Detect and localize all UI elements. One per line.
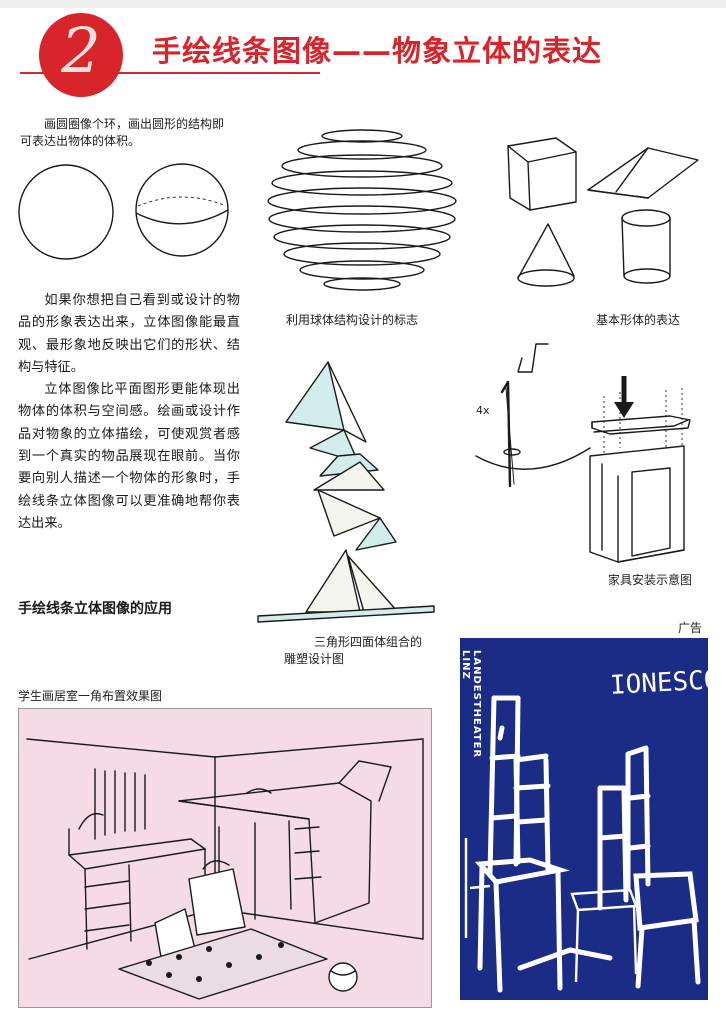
basic-forms-caption: 基本形体的表达 [596,313,681,327]
circle-sketches [18,163,229,260]
top-strip [0,0,726,8]
title-rule [20,72,320,74]
poster-vertical-text: LANDESTHEATER LINZ [460,650,482,759]
chapter-number: 2 [61,14,101,87]
chapter-title: 手绘线条图像——物象立体的表达 [152,34,603,68]
furniture-diagram: 4x [475,343,691,563]
room-drawing [18,708,432,1008]
section-heading: 手绘线条立体图像的应用 [18,601,172,617]
body-paragraph-2: 立体图像比平面图形更能体现出物体的体积与空间感。绘画或设计作品对物象的立体描绘，… [18,382,240,531]
poster-chairs [464,695,701,993]
sphere-logo [267,129,457,291]
basic-forms [507,137,699,287]
sculpture-caption-2: 雕塑设计图 [284,652,345,666]
sculpture-drawing [257,361,435,623]
screw-count-label: 4x [476,404,490,417]
chapter-badge [39,13,123,97]
circle-caption: 画圆圈像个环，画出圆形的结构即可表达出物体的体积。 [20,117,225,148]
room-caption: 学生画居室一角布置效果图 [18,689,163,703]
body-paragraph-1: 如果你想把自己看到或设计的物品的形象表达出来，立体图像能最直观、最形象地反映出它… [18,293,240,375]
sphere-caption: 利用球体结构设计的标志 [286,313,419,327]
furniture-caption: 家具安装示意图 [608,573,693,587]
theater-poster: LANDESTHEATER LINZ IONESCO [460,638,708,1000]
ad-caption: 广告 [678,621,703,635]
body-text: 如果你想把自己看到或设计的物品的形象表达出来，立体图像能最直观、最形象地反映出它… [18,290,240,535]
room-sketch [26,738,424,1000]
sculpture-caption-1: 三角形四面体组合的 [314,635,423,649]
